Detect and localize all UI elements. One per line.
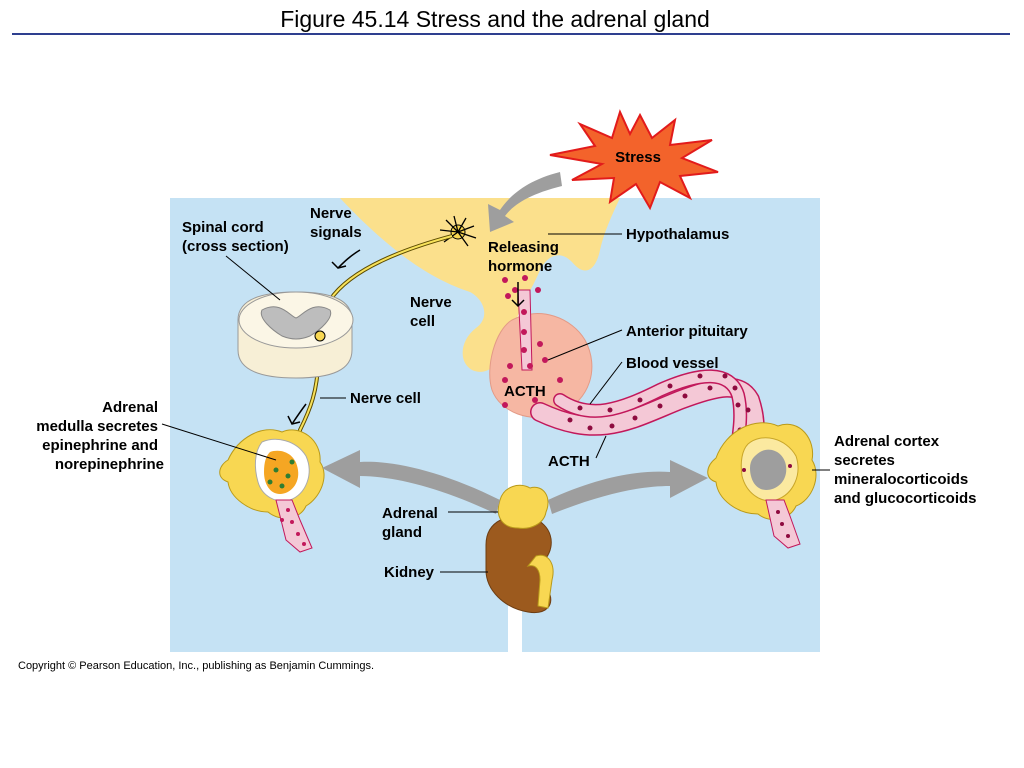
acth-gland-label: ACTH	[504, 383, 546, 400]
stress-label: Stress	[615, 149, 661, 166]
stress-starburst	[549, 109, 719, 211]
adrenal-medulla-detail	[219, 429, 325, 553]
adrenal-cortex-detail	[707, 422, 817, 549]
releasing-hormone-label-2: hormone	[488, 258, 552, 275]
blood-vessel-label: Blood vessel	[626, 355, 719, 372]
releasing-hormone-dots	[502, 275, 563, 408]
spinal-cord-label-1: Spinal cord	[182, 219, 264, 236]
kidney-label: Kidney	[384, 564, 435, 581]
cortex-label-1: Adrenal cortex	[834, 433, 940, 450]
nerve-cell-mid-label: Nerve cell	[350, 390, 421, 407]
nerve-cell-body	[439, 215, 477, 247]
releasing-hormone-label-1: Releasing	[488, 239, 559, 256]
arrow-to-cortex	[548, 460, 708, 514]
adrenal-gland-shape	[497, 484, 549, 529]
nerve-cell-label-2: cell	[410, 313, 435, 330]
nerve-signals-label-2: signals	[310, 224, 362, 241]
title-underline	[12, 33, 1010, 35]
nerve-signals-label-1: Nerve	[310, 205, 352, 222]
adrenal-gland-label-1: Adrenal	[382, 505, 438, 522]
medulla-label-1: Adrenal	[102, 399, 158, 416]
nerve-signal-arrows	[287, 249, 525, 425]
figure-title: Figure 45.14 Stress and the adrenal glan…	[280, 6, 710, 32]
spinal-cord	[237, 291, 354, 379]
copyright-notice: Copyright © Pearson Education, Inc., pub…	[18, 660, 375, 672]
blood-vessel-2	[554, 370, 746, 471]
cortex-label-3: mineralocorticoids	[834, 471, 968, 488]
ureter	[526, 554, 554, 609]
leader-lines	[161, 233, 830, 573]
arrow-to-medulla	[322, 450, 500, 514]
cortex-label-2: secretes	[834, 452, 895, 469]
adrenal-gland-label-2: gland	[382, 524, 422, 541]
nerve-cell-label-1: Nerve	[410, 294, 452, 311]
anterior-pituitary-label: Anterior pituitary	[626, 323, 748, 340]
hypothalamus-shape	[340, 198, 620, 372]
stress-arrow	[488, 172, 562, 232]
cortex-label-4: and glucocorticoids	[834, 490, 977, 507]
acth-vessel-label: ACTH	[548, 453, 590, 470]
kidney-and-adrenal	[485, 484, 554, 614]
hypothalamus-label: Hypothalamus	[626, 226, 729, 243]
medulla-label-3: epinephrine and	[42, 437, 158, 454]
medulla-label-4: norepinephrine	[55, 456, 164, 473]
medulla-label-2: medulla secretes	[36, 418, 158, 435]
spinal-cord-label-2: (cross section)	[182, 238, 289, 255]
